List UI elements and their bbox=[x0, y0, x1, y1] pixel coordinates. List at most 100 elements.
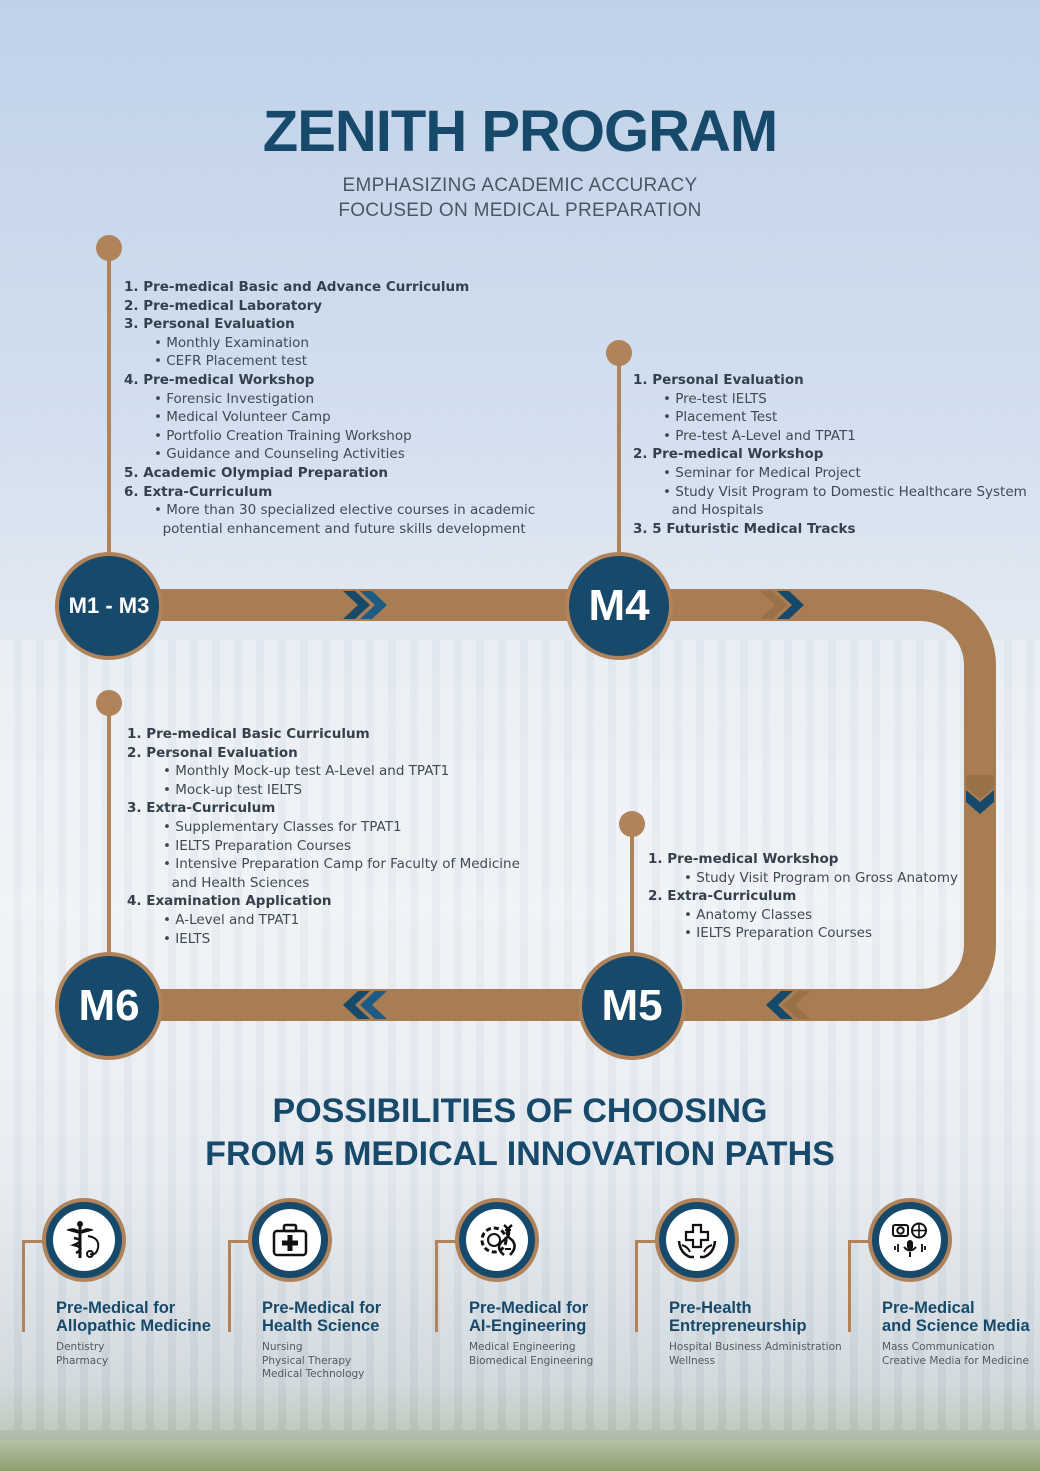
subtitle-line-1: EMPHASIZING ACADEMIC ACCURACY bbox=[342, 175, 698, 196]
path-programs: Dentistry Pharmacy bbox=[56, 1341, 108, 1368]
media-camera-mic-icon bbox=[892, 1222, 927, 1257]
m5-sub: • IELTS Preparation Courses bbox=[684, 925, 872, 942]
path-program: Biomedical Engineering bbox=[469, 1354, 594, 1367]
path-title-line-2: Allopathic Medicine bbox=[56, 1317, 211, 1335]
subtitle-line-2: FOCUSED ON MEDICAL PREPARATION bbox=[338, 200, 702, 221]
path-program: Medical Technology bbox=[262, 1368, 365, 1381]
page-title: ZENITH PROGRAM bbox=[262, 99, 778, 164]
level-m4: M4 bbox=[565, 552, 673, 660]
timeline-track bbox=[96, 235, 996, 1021]
path-title: Pre-Medical for Allopathic Medicine bbox=[56, 1299, 211, 1335]
m5-item-1: 1. Pre-medical Workshop bbox=[648, 851, 839, 867]
m1m3-item-5: 5. Academic Olympiad Preparation bbox=[124, 464, 388, 481]
m4-item-2: 2. Pre-medical Workshop bbox=[633, 446, 824, 463]
path-icon-circle bbox=[655, 1198, 739, 1282]
m6-item-2: 2. Personal Evaluation bbox=[127, 744, 298, 761]
path-bracket bbox=[435, 1240, 457, 1332]
m6-item-4: 4. Examination Application bbox=[127, 893, 332, 910]
path-title-line-1: Pre-Medical bbox=[882, 1299, 975, 1317]
m6-sub: • Monthly Mock-up test A-Level and TPAT1 bbox=[163, 763, 450, 780]
path-title-line-1: Pre-Health bbox=[669, 1299, 752, 1317]
path-icon-circle bbox=[455, 1198, 539, 1282]
path-program: Mass Communication bbox=[882, 1341, 995, 1353]
path-bracket bbox=[848, 1240, 870, 1332]
path-title-line-2: and Science Media bbox=[882, 1317, 1030, 1335]
path-program: Creative Media for Medicine bbox=[882, 1354, 1029, 1367]
m6-sub: • IELTS bbox=[163, 930, 211, 947]
medical-kit-icon bbox=[272, 1223, 308, 1257]
level-m6: M6 bbox=[55, 952, 163, 1060]
m1m3-sub: • Guidance and Counseling Activities bbox=[154, 446, 405, 463]
arrow-left-2 bbox=[766, 991, 810, 1019]
paths-section-title: POSSIBILITIES OF CHOOSING FROM 5 MEDICAL… bbox=[0, 1090, 1040, 1176]
paths-title-line-2: FROM 5 MEDICAL INNOVATION PATHS bbox=[205, 1135, 835, 1173]
m6-curriculum-list: 1. Pre-medical Basic Curriculum 2. Perso… bbox=[127, 725, 520, 948]
m4-sub: • Placement Test bbox=[663, 409, 778, 426]
m6-item-3: 3. Extra-Curriculum bbox=[127, 800, 276, 817]
m1m3-curriculum-list: 1. Pre-medical Basic and Advance Curricu… bbox=[124, 278, 535, 538]
m1m3-sub: • Forensic Investigation bbox=[154, 390, 315, 407]
m1m3-sub: potential enhancement and future skills … bbox=[154, 520, 526, 537]
arrow-down bbox=[966, 775, 994, 814]
m4-curriculum-list: 1. Personal Evaluation • Pre-test IELTS … bbox=[633, 371, 1027, 538]
paths-title-line-1: POSSIBILITIES OF CHOOSING bbox=[272, 1092, 768, 1130]
m4-item-1: 1. Personal Evaluation bbox=[633, 372, 804, 388]
dna-gear-icon bbox=[480, 1224, 516, 1256]
path-program: Pharmacy bbox=[56, 1354, 109, 1367]
path-title: Pre-Medical for AI-Engineering bbox=[469, 1299, 588, 1335]
path-title: Pre-Medical and Science Media bbox=[882, 1299, 1030, 1335]
stem-dot-m6 bbox=[96, 690, 122, 716]
stem-dot-m1m3 bbox=[96, 235, 122, 261]
path-title-line-2: Health Science bbox=[262, 1317, 380, 1335]
m5-sub: • Study Visit Program on Gross Anatomy bbox=[684, 869, 959, 886]
level-m1-m3: M1 - M3 bbox=[55, 552, 163, 660]
m6-item-1: 1. Pre-medical Basic Curriculum bbox=[127, 726, 370, 742]
arrow-left-1 bbox=[343, 991, 387, 1019]
path-icon-circle bbox=[42, 1198, 126, 1282]
hands-medical-cross-icon bbox=[677, 1223, 717, 1259]
m1m3-sub: • Portfolio Creation Training Workshop bbox=[154, 427, 412, 444]
m1m3-sub: • Medical Volunteer Camp bbox=[154, 409, 331, 426]
m4-sub: • Pre-test A-Level and TPAT1 bbox=[663, 427, 856, 444]
path-program: Hospital Business Administration bbox=[669, 1341, 842, 1353]
stem-dot-m5 bbox=[619, 811, 645, 837]
path-program: Medical Engineering bbox=[469, 1341, 576, 1353]
m6-sub: • A-Level and TPAT1 bbox=[163, 911, 300, 928]
background-lawn bbox=[0, 1440, 1040, 1471]
m4-sub: and Hospitals bbox=[663, 502, 764, 519]
arrow-right-2 bbox=[760, 591, 804, 619]
m6-sub: • Supplementary Classes for TPAT1 bbox=[163, 818, 402, 835]
path-programs: Hospital Business Administration Wellnes… bbox=[669, 1341, 842, 1368]
m5-curriculum-list: 1. Pre-medical Workshop • Study Visit Pr… bbox=[648, 850, 958, 943]
background-campus-image bbox=[0, 640, 1040, 1430]
m1m3-sub: • More than 30 specialized elective cour… bbox=[154, 502, 536, 519]
m1m3-item-1: 1. Pre-medical Basic and Advance Curricu… bbox=[124, 279, 470, 295]
path-title-line-2: AI-Engineering bbox=[469, 1317, 587, 1335]
path-program: Wellness bbox=[669, 1354, 716, 1367]
m6-sub: • IELTS Preparation Courses bbox=[163, 837, 351, 854]
m1m3-item-4: 4. Pre-medical Workshop bbox=[124, 371, 315, 388]
m4-sub: • Seminar for Medical Project bbox=[663, 464, 861, 481]
m1m3-sub: • CEFR Placement test bbox=[154, 353, 308, 370]
m6-sub: • Mock-up test IELTS bbox=[163, 781, 302, 798]
path-title: Pre-Medical for Health Science bbox=[262, 1299, 381, 1335]
path-program: Physical Therapy bbox=[262, 1354, 352, 1367]
m1m3-item-6: 6. Extra-Curriculum bbox=[124, 483, 273, 500]
m1m3-item-2: 2. Pre-medical Laboratory bbox=[124, 297, 323, 314]
level-m5: M5 bbox=[578, 952, 686, 1060]
path-programs: Medical Engineering Biomedical Engineeri… bbox=[469, 1341, 593, 1368]
m1m3-item-3: 3. Personal Evaluation bbox=[124, 316, 295, 333]
path-title-line-1: Pre-Medical for bbox=[262, 1299, 382, 1317]
path-programs: Mass Communication Creative Media for Me… bbox=[882, 1341, 1029, 1368]
path-program: Dentistry bbox=[56, 1341, 105, 1353]
path-title-line-1: Pre-Medical for bbox=[469, 1299, 589, 1317]
path-title-line-2: Entrepreneurship bbox=[669, 1317, 807, 1335]
m6-sub: • Intensive Preparation Camp for Faculty… bbox=[163, 856, 520, 873]
path-icon-circle bbox=[248, 1198, 332, 1282]
m1m3-sub: • Monthly Examination bbox=[154, 334, 309, 351]
arrow-right-1 bbox=[343, 591, 387, 619]
path-title: Pre-Health Entrepreneurship bbox=[669, 1299, 807, 1335]
m4-sub: • Pre-test IELTS bbox=[663, 390, 767, 407]
m5-item-2: 2. Extra-Curriculum bbox=[648, 888, 797, 905]
m6-sub: and Health Sciences bbox=[163, 874, 310, 891]
